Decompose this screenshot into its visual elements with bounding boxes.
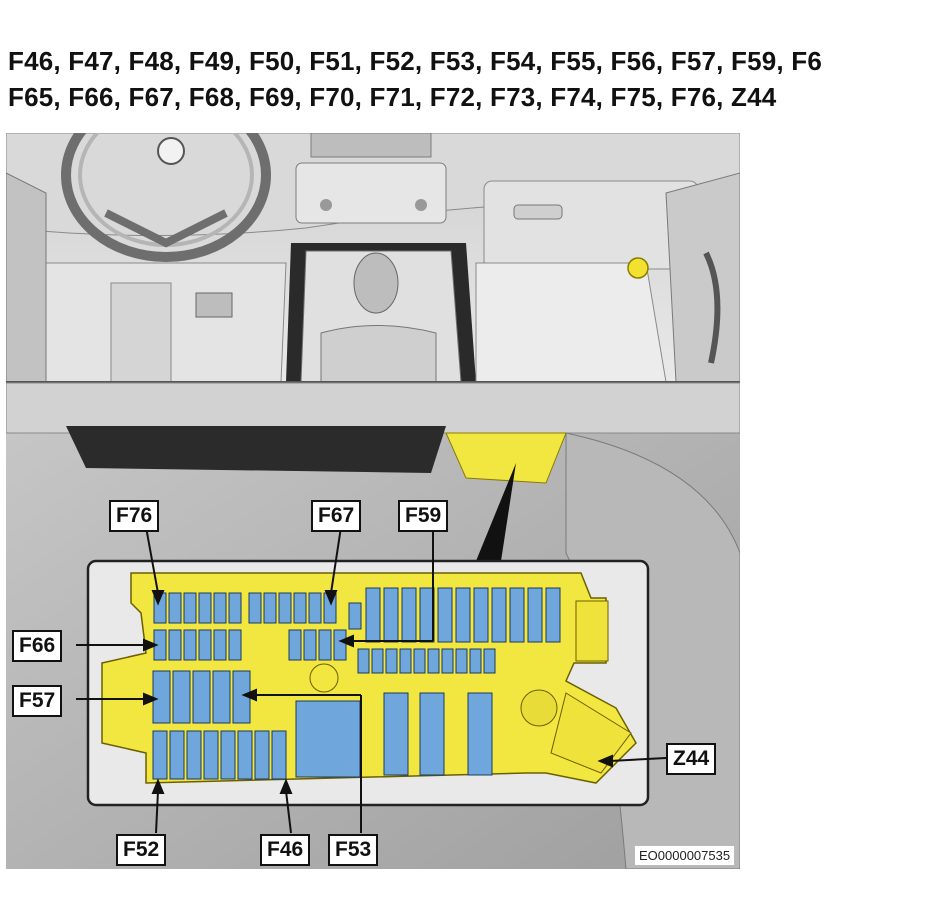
cabin-overview-illustration xyxy=(6,133,740,383)
callout-label-f52: F52 xyxy=(116,834,167,866)
fuse-box-closeup-illustration xyxy=(6,382,740,869)
callout-label-f59: F59 xyxy=(398,500,449,532)
fuse-location-figure: F76 F67 F59 F66 F57 Z44 F52 F46 F53 EO00… xyxy=(6,133,740,869)
callout-label-f76: F76 xyxy=(109,500,160,532)
callout-label-f66: F66 xyxy=(12,630,63,662)
heading-line-1: F46, F47, F48, F49, F50, F51, F52, F53, … xyxy=(8,46,822,76)
heading-line-2: F65, F66, F67, F68, F69, F70, F71, F72, … xyxy=(8,82,777,112)
callout-leader-lines xyxy=(76,526,667,834)
callout-label-f46: F46 xyxy=(260,834,311,866)
callout-label-f57: F57 xyxy=(12,685,63,717)
callout-label-z44: Z44 xyxy=(666,743,717,775)
fuse-box-location-marker xyxy=(627,257,649,279)
callout-label-f67: F67 xyxy=(311,500,362,532)
figure-reference-code: EO0000007535 xyxy=(634,845,736,866)
callout-label-f53: F53 xyxy=(328,834,379,866)
fuse-array xyxy=(152,587,561,780)
